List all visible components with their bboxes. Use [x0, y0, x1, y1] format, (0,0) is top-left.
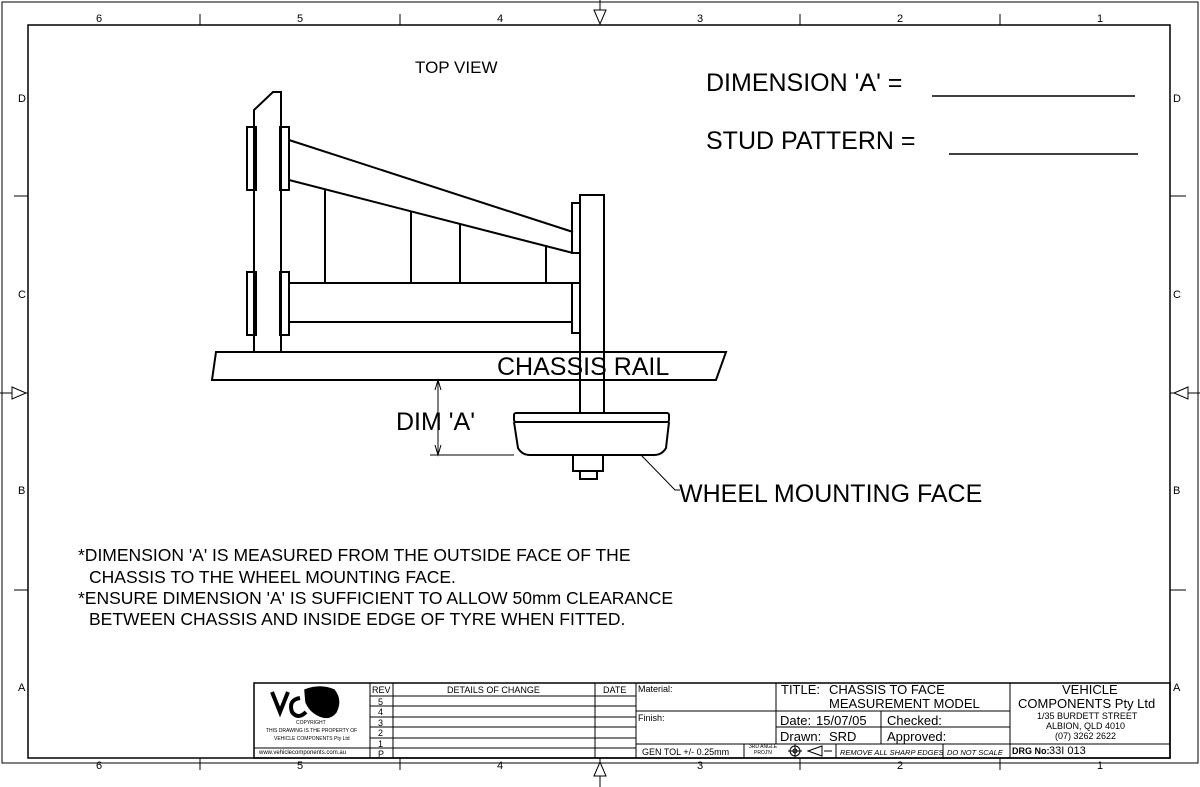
note-line-4: BETWEEN CHASSIS AND INSIDE EDGE OF TYRE …: [89, 609, 626, 629]
details-header: DETAILS OF CHANGE: [447, 685, 540, 695]
address-line-2: ALBION, QLD 4010: [1046, 721, 1126, 731]
zone-col-1-top: 1: [1097, 13, 1104, 25]
rev-2: 2: [378, 728, 384, 738]
zone-row-c-right: C: [1173, 289, 1181, 301]
drawn-value: SRD: [829, 729, 857, 744]
drawn-label: Drawn:: [780, 729, 822, 744]
projection-label-1: 3RD ANGLE: [749, 744, 778, 750]
zone-col-4-top: 4: [497, 13, 504, 25]
finish-label: Finish:: [638, 713, 665, 723]
zone-row-b-right: B: [1173, 485, 1181, 497]
copyright-line-3: VEHICLE COMPONENTS Pty Ltd: [274, 736, 350, 742]
approved-label: Approved:: [887, 729, 947, 744]
date-label: Date:: [780, 713, 812, 728]
drg-label: DRG No:: [1012, 746, 1050, 756]
projection-label-2: PROJ'N: [754, 750, 772, 756]
wheel-face-label: WHEEL MOUNTING FACE: [679, 480, 983, 508]
company-logo: [270, 686, 340, 719]
zone-col-3-bottom: 3: [697, 760, 704, 772]
rev-3: 3: [378, 718, 384, 728]
remove-edges-note: REMOVE ALL SHARP EDGES: [840, 748, 944, 757]
zone-col-5-bottom: 5: [297, 760, 304, 772]
chassis-rail-label: CHASSIS RAIL: [497, 353, 670, 381]
stud-pattern-label: STUD PATTERN =: [706, 127, 916, 155]
inner-border: [27, 24, 1171, 759]
title-block-lines: [253, 682, 1171, 759]
zone-col-1-bottom: 1: [1097, 760, 1104, 772]
zone-col-2-top: 2: [897, 13, 904, 25]
company-line-2: COMPONENTS Pty Ltd: [1018, 696, 1156, 711]
zone-col-4-bottom: 4: [497, 760, 504, 772]
outer-border: [1, 1, 1199, 764]
dim-a-label: DIM 'A': [396, 408, 475, 436]
hub-assembly: [513, 412, 670, 480]
copyright-line-2: THIS DRAWING IS THE PROPERTY OF: [266, 728, 358, 734]
zone-row-d-left: D: [18, 93, 26, 105]
date-header: DATE: [603, 685, 627, 695]
rev-header: REV: [372, 685, 391, 695]
rev-4: 4: [378, 707, 384, 717]
zone-row-c-left: C: [18, 289, 26, 301]
chassis-rail: [210, 351, 728, 381]
zone-row-a-left: A: [18, 682, 26, 694]
title-line-2: MEASUREMENT MODEL: [829, 696, 980, 711]
company-line-1: VEHICLE: [1062, 682, 1118, 697]
wheel-face-leader: [640, 454, 680, 491]
zone-col-3-top: 3: [697, 13, 704, 25]
dimension-a: [430, 378, 514, 457]
drg-number: 33I 013: [1049, 745, 1086, 757]
zone-col-2-bottom: 2: [897, 760, 904, 772]
website-link: www.vehiclecomponents.com.au: [259, 750, 347, 756]
note-line-2: CHASSIS TO THE WHEEL MOUNTING FACE.: [89, 567, 456, 587]
zone-row-b-left: B: [18, 485, 26, 497]
zone-row-d-right: D: [1173, 93, 1181, 105]
title-label: TITLE:: [781, 682, 821, 697]
rev-1: 1: [378, 739, 384, 749]
copyright-line-1: COPYRIGHT: [296, 720, 326, 726]
address-line-1: 1/35 BURDETT STREET: [1037, 711, 1138, 721]
zone-row-a-right: A: [1173, 682, 1181, 694]
phone: (07) 3262 2622: [1055, 731, 1117, 741]
gen-tol: GEN TOL +/- 0.25mm: [642, 747, 730, 757]
do-not-scale-note: DO NOT SCALE: [947, 748, 1003, 757]
zone-ticks: [14, 14, 1186, 770]
projection-symbol: [788, 744, 832, 758]
view-label: TOP VIEW: [415, 58, 498, 77]
zone-col-5-top: 5: [297, 13, 304, 25]
note-line-1: *DIMENSION 'A' IS MEASURED FROM THE OUTS…: [78, 545, 631, 565]
dimension-a-label: DIMENSION 'A' =: [706, 69, 903, 97]
rev-p: P: [378, 749, 385, 759]
date-value: 15/07/05: [816, 713, 867, 728]
rev-5: 5: [378, 697, 384, 707]
frame-assembly: [246, 91, 605, 414]
note-line-3: *ENSURE DIMENSION 'A' IS SUFFICIENT TO A…: [78, 588, 673, 608]
title-line-1: CHASSIS TO FACE: [829, 682, 945, 697]
zone-col-6-bottom: 6: [96, 760, 103, 772]
checked-label: Checked:: [887, 713, 942, 728]
material-label: Material:: [638, 684, 673, 694]
zone-col-6-top: 6: [96, 13, 103, 25]
